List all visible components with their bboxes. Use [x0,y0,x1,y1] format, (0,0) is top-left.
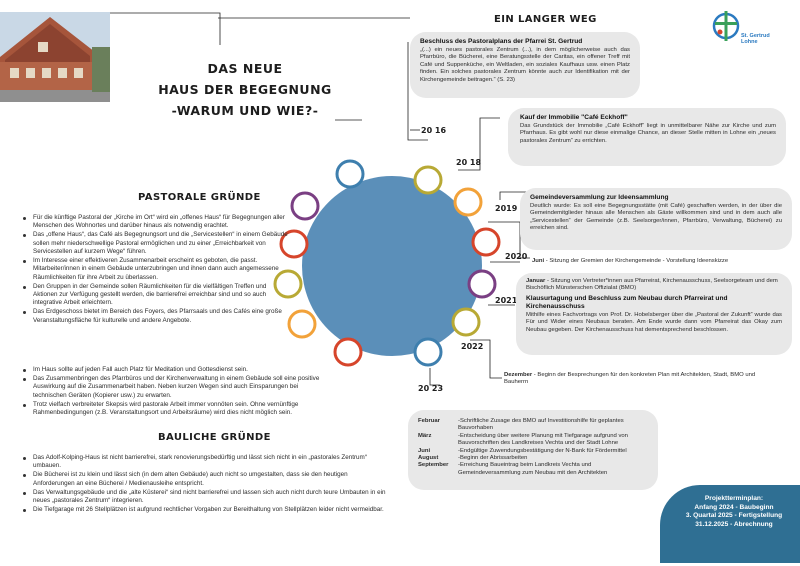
cross-logo-icon [712,11,740,41]
ring-circle-blue-bottom [413,337,443,367]
logo-text-line-2: Lohne [741,39,758,45]
note-month: Dezember [504,372,533,378]
card-title: Beschluss des Pastoralplans der Pfarrei … [420,38,583,45]
card-kauf-immobilie: Kauf der Immobilie "Café Eckhoff" Das Gr… [508,108,786,166]
ring-circle-blue-top [335,159,365,189]
bauliche-heading: BAULICHE GRÜNDE [158,432,271,443]
januar-note: Januar - Sitzung von Vertreter*innen aus… [526,278,782,293]
page-title: DAS NEUE HAUS DER BEGEGNUNG -WARUM UND W… [150,58,340,121]
year-label: 2020 [505,252,528,261]
note-juni-2020: Juni - Sitzung der Gremien der Kirchenge… [532,258,792,265]
card-body: Das Grundstück der Immobilie „Café Eckho… [520,123,776,144]
title-line-2: HAUS DER BEGEGNUNG [158,82,332,97]
logo-text-line-1: St. Gertrud [741,33,770,39]
note-month: Januar [526,278,546,284]
ring-circle-olive-left [273,269,303,299]
timeline-entry: September-Erreichung Baueintrag beim Lan… [418,462,608,476]
ring-circle-red-left [279,229,309,259]
list-item: Das Zusammenbringen des Pfarrbüros und d… [22,375,322,400]
title-line-3: -WARUM UND WIE?- [171,103,319,118]
note-text: - Sitzung von Vertreter*innen aus Pfarre… [526,278,778,292]
year-label: 20 18 [456,158,482,167]
list-item: Das Adolf-Kolping-Haus ist nicht barrier… [22,454,387,471]
ring-circle-purple-left [290,191,320,221]
projekt-terminplan: Projektterminplan: Anfang 2024 - Baubegi… [660,485,800,563]
list-item: Im Haus sollte auf jeden Fall auch Platz… [22,366,322,374]
card-title: Gemeindeversammlung zur Ideensammlung [530,194,669,201]
timeline-heading: EIN LANGER WEG [494,14,597,25]
ring-circle-olive-top [413,165,443,195]
termin-line: 3. Quartal 2025 - Fertigstellung [685,512,783,520]
note-month: Juni [532,258,545,264]
note-text: - Sitzung der Gremien der Kirchengemeind… [545,258,729,264]
ring-circle-orange-top [453,187,483,217]
card-title: Klausurtagung und Beschluss zum Neubau d… [526,294,728,310]
year-label: 20 23 [418,384,444,393]
ring-circle-red-bottom [333,337,363,367]
year-label: 2019 [495,204,518,213]
list-item: Die Bücherei ist zu klein und lässt sich… [22,471,387,488]
timeline-entry: März-Entscheidung über weitere Planung m… [418,432,628,447]
termin-line: Projektterminplan: [704,495,764,502]
logo-text: St. Gertrud Lohne [741,33,770,45]
pastoral-heading: PASTORALE GRÜNDE [138,192,261,203]
list-item: Die Tiefgarage mit 26 Stellplätzen ist a… [22,506,387,514]
list-item: Das Erdgeschoss bietet im Bereich des Fo… [22,308,290,325]
card-body: Mithilfe eines Fachvortrags von Prof. Dr… [526,311,782,333]
pastoral-list: Für die künftige Pastoral der „Kirche im… [22,214,290,326]
card-body: „(...) ein neues pastorales Zentrum (...… [420,47,630,83]
center-circle [302,176,482,356]
pastoral-list-continued: Im Haus sollte auf jeden Fall auch Platz… [22,366,322,418]
list-item: Trotz vielfach verbreiteter Skepsis wird… [22,401,322,418]
bauliche-list: Das Adolf-Kolping-Haus ist nicht barrier… [22,454,387,515]
ring-circle-olive-right [451,307,481,337]
year-label: 2022 [461,342,484,351]
card-title: Kauf der Immobilie "Café Eckhoff" [520,114,628,121]
card-pastoralplan: Beschluss des Pastoralplans der Pfarrei … [410,32,640,98]
building-photo [0,12,110,102]
timeline-entry: August-Beginn der Abrissarbeiten [418,455,528,462]
list-item: Den Gruppen in der Gemeinde sollen Räuml… [22,283,290,308]
year-label: 2021 [495,296,518,305]
ring-circle-orange-left [287,309,317,339]
list-item: Im Interesse einer effektiveren Zusammen… [22,257,290,282]
note-dezember-2022: Dezember - Beginn der Besprechungen für … [504,372,764,387]
ring-circle-purple-right [467,269,497,299]
list-item: Das „offene Haus“, das Café als Begegnun… [22,231,290,256]
list-item: Das Verwaltungsgebäude und die „alte Küs… [22,489,387,506]
year-label: 20 16 [421,126,447,135]
timeline-entry: Februar-Schriftliche Zusage des BMO auf … [418,418,624,432]
card-2021: Januar - Sitzung von Vertreter*innen aus… [516,273,792,355]
card-gemeindeversammlung: Gemeindeversammlung zur Ideensammlung De… [520,188,792,250]
ring-circle-red-right [471,227,501,257]
termin-line: Anfang 2024 - Baubeginn [694,503,774,511]
title-line-1: DAS NEUE [207,61,283,76]
note-text: - Beginn der Besprechungen für den konkr… [504,372,756,386]
list-item: Für die künftige Pastoral der „Kirche im… [22,214,290,231]
termin-line: 31.12.2025 - Abrechnung [695,520,773,528]
card-2023: Februar-Schriftliche Zusage des BMO auf … [408,410,658,490]
timeline-entry: Juni-Endgültige Zuwendungsbestätigung de… [418,447,627,454]
card-body: Deutlich wurde: Es soll eine Begegnungss… [530,203,782,232]
